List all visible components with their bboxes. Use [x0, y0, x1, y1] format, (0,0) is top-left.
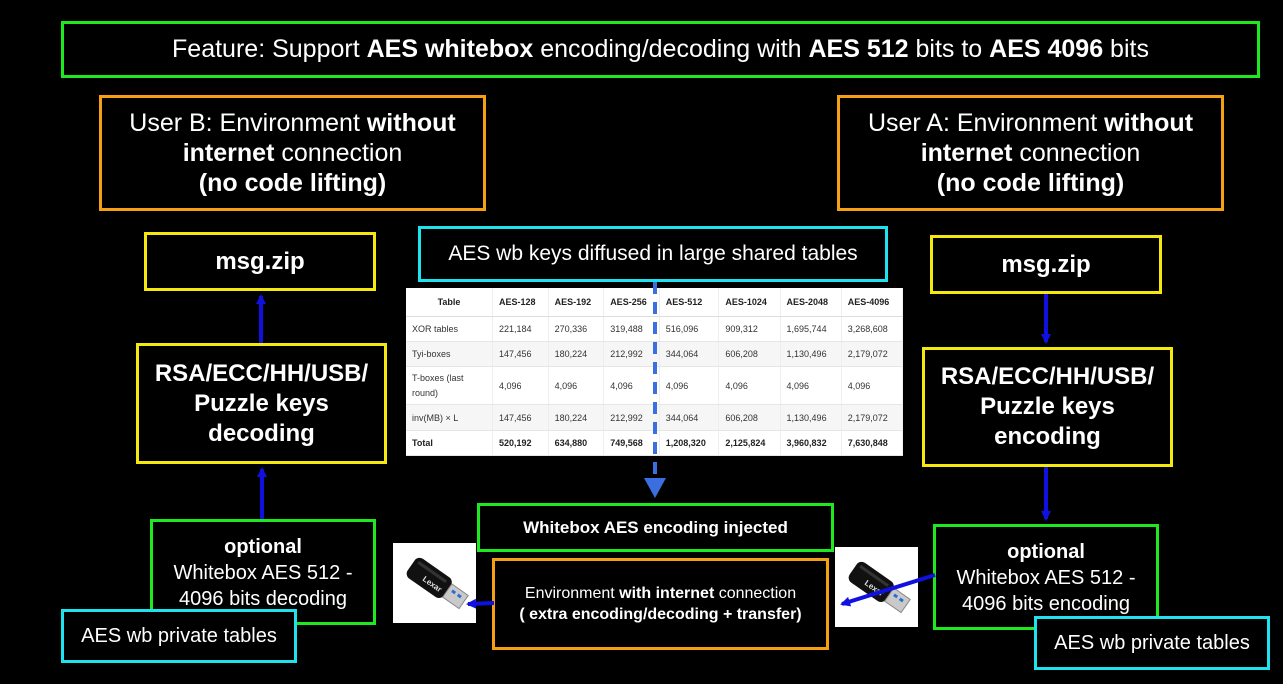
left-usb-stick-image: Lexar — [393, 543, 476, 623]
right-private-tables-box: AES wb private tables — [1034, 616, 1270, 670]
aes-table: Table AES-128 AES-192 AES-256 AES-512 AE… — [406, 288, 904, 457]
feature-banner: Feature: Support AES whitebox encoding/d… — [61, 21, 1260, 78]
table-header-cell: AES-4096 — [841, 288, 904, 317]
user-b-box: User B: Environment without internet con… — [99, 95, 486, 211]
left-keys-decoding-box: RSA/ECC/HH/USB/ Puzzle keys decoding — [136, 343, 387, 464]
table-header-cell: AES-1024 — [718, 288, 781, 317]
whitebox-injected-box: Whitebox AES encoding injected — [477, 503, 834, 552]
table-header-cell: AES-192 — [548, 288, 605, 317]
arrow-env-to-left-usb — [466, 598, 495, 609]
table-header-cell: AES-256 — [603, 288, 660, 317]
env-internet-box: Environment with internet connection ( e… — [492, 558, 829, 650]
user-a-box: User A: Environment without internet con… — [837, 95, 1224, 211]
left-msg-zip-box: msg.zip — [144, 232, 376, 291]
table-header-cell: AES-2048 — [780, 288, 842, 317]
arrow-right-optional-to-usb — [840, 573, 936, 607]
left-private-tables-box: AES wb private tables — [61, 609, 297, 663]
table-header-cell: Table — [406, 288, 493, 317]
shared-tables-box: AES wb keys diffused in large shared tab… — [418, 226, 888, 282]
usb-stick-icon: Lexar — [406, 557, 469, 610]
table-header-cell: AES-512 — [659, 288, 720, 317]
table-header-cell: AES-128 — [492, 288, 549, 317]
right-msg-zip-box: msg.zip — [930, 235, 1162, 294]
right-keys-encoding-box: RSA/ECC/HH/USB/ Puzzle keys encoding — [922, 347, 1173, 467]
feature-text: Feature: Support AES whitebox encoding/d… — [172, 35, 1149, 63]
